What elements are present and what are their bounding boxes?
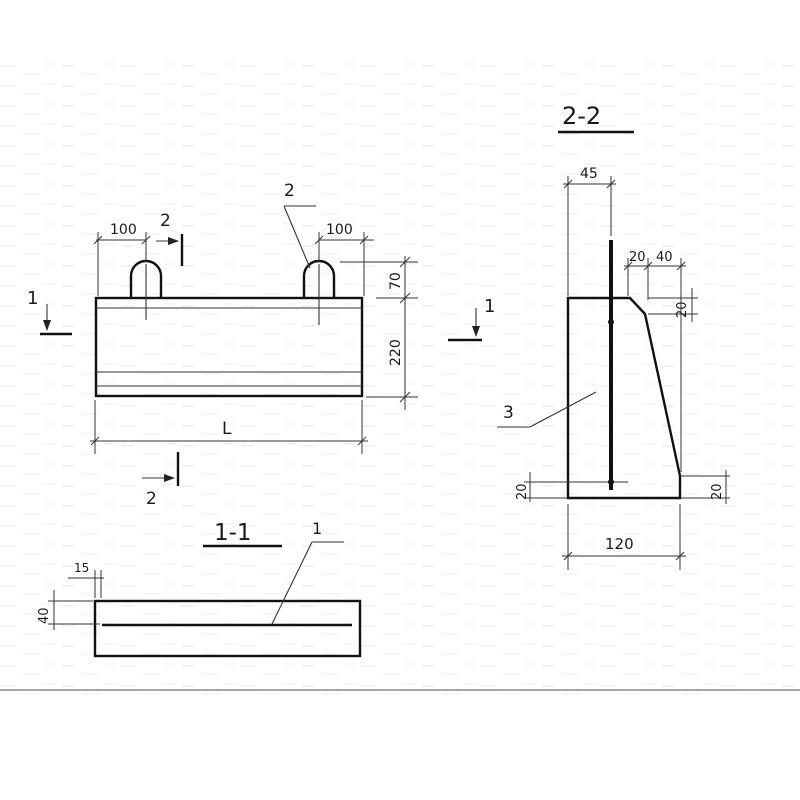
dim-right-loop-label: 100 [326,222,353,238]
tick-length-a [90,436,100,446]
tick-v-3 [399,391,411,403]
front-view: 100 100 2 70 220 L 1 [27,181,418,509]
cut-2-bottom-arrowhead [164,474,175,482]
rebar-dot-bottom [608,479,614,485]
section-cut-1-label: 1 [484,296,495,317]
section-1-1-title: 1-1 [214,520,252,546]
rebar-dot-top [608,319,614,325]
tick-chamfer-c [676,261,686,271]
section-cut-1-arrowhead [472,326,480,337]
cut-2-bottom-label: 2 [146,489,157,509]
tick-v-1 [399,256,411,268]
tick-chamfer-a [623,261,633,271]
leader-rebar-label: 3 [503,403,514,423]
dim-bottom-left-label: 20 [515,483,530,500]
leader-section-rebar-diagonal [271,541,313,625]
tick-left-a [93,235,103,245]
dim-body-height-label: 220 [388,339,404,366]
section-2-2-title: 2-2 [562,102,601,130]
paper-background [0,60,800,700]
leader-loop-diagonal [283,205,311,269]
leader-section-rebar-label: 1 [312,519,322,538]
cut-2-top-label: 2 [160,211,171,231]
tick-v-2 [399,292,411,304]
dim-chamfer-width-b-label: 40 [656,250,673,265]
section-2-2: 2-2 45 20 40 20 3 [448,102,730,570]
cut-2-top-arrowhead [168,237,179,245]
dim-length-label: L [222,419,232,439]
leader-rebar-diagonal [529,391,597,428]
tick-right-a [314,235,324,245]
leader-loop-label: 2 [284,181,295,201]
tick-base-a [563,551,573,561]
tick-length-b [357,436,367,446]
cut-1-label: 1 [27,288,38,309]
dim-left-loop-label: 100 [110,222,137,238]
dim-top-offset-label: 45 [580,166,598,182]
dim-base-width-label: 120 [605,535,634,553]
tick-base-b [675,551,685,561]
block-body [94,296,364,398]
dim-bottom-right-label: 20 [710,483,725,500]
tick-top-offset-b [606,179,616,189]
cut-1-arrowhead [43,320,51,331]
dim-chamfer-height-label: 20 [675,301,690,318]
dim-offset-label: 15 [74,561,89,575]
dim-depth-label: 40 [37,607,52,624]
tick-left-b [141,235,151,245]
dim-chamfer-width-a-label: 20 [629,250,646,265]
tick-right-b [359,235,369,245]
section-1-1-profile [93,599,362,658]
dim-loop-height-label: 70 [388,272,404,290]
tick-top-offset-a [563,179,573,189]
tick-chamfer-b [643,261,653,271]
section-1-1: 1-1 1 15 40 [37,519,362,658]
